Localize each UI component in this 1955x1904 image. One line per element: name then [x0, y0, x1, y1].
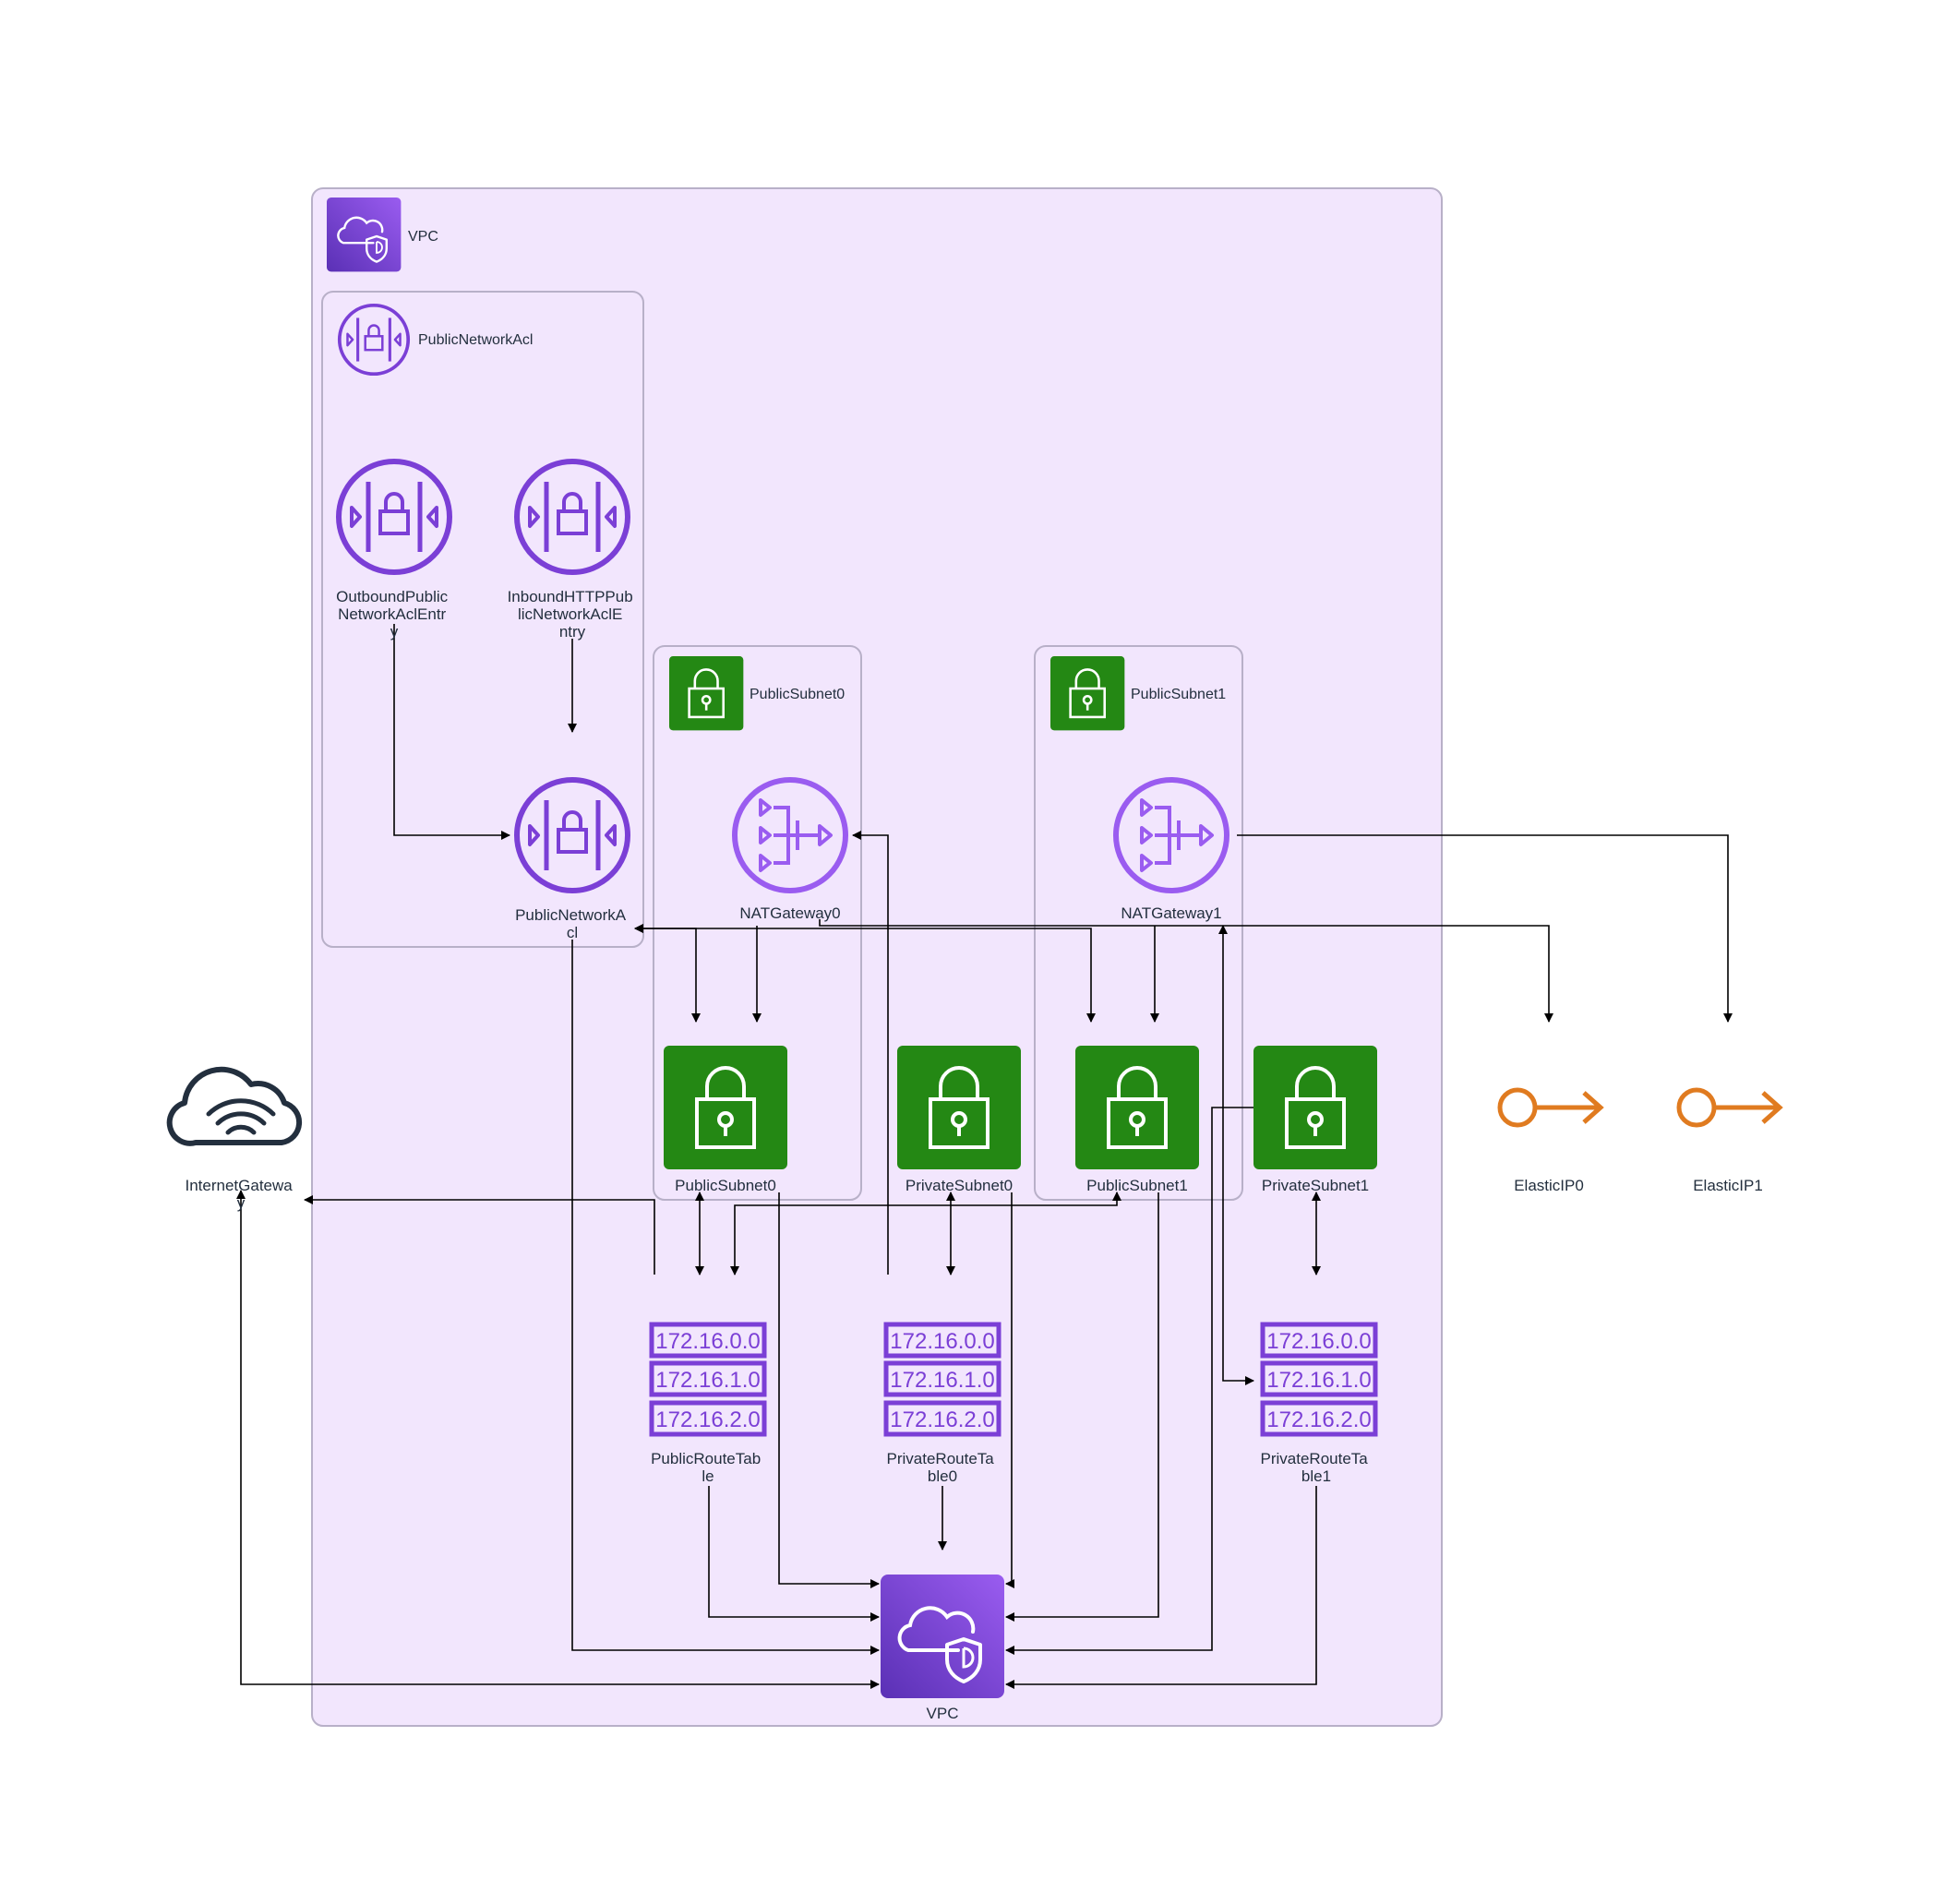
edge-outbound-acl-to-acl: [393, 624, 510, 840]
subnet-lock-icon: [667, 654, 745, 732]
edge-public-subnet1-to-vpc: [1005, 1192, 1159, 1622]
subnet-lock-icon: [1049, 654, 1126, 732]
subnet-lock-icon: [1252, 1044, 1379, 1171]
route-table-icon: 172.16.0.0 172.16.1.0 172.16.2.0: [1260, 1322, 1378, 1437]
edge-private-route-table0-to-nat0: [852, 831, 889, 1275]
public-subnet1-label: PublicSubnet1: [1086, 1177, 1188, 1194]
public-subnet1-group-label: PublicSubnet1: [1131, 687, 1226, 702]
cidr-row: 172.16.2.0: [1266, 1407, 1371, 1432]
public-subnet1-group: PublicSubnet1: [1034, 645, 1243, 1201]
edge-private-subnet1-to-vpc: [1005, 1107, 1253, 1655]
private-route-table0-node[interactable]: 172.16.0.0 172.16.1.0 172.16.2.0 Private…: [883, 1322, 1001, 1485]
elastic-ip0-label: ElasticIP0: [1514, 1177, 1584, 1194]
edge-internet-gateway-vpc: [236, 1190, 880, 1689]
subnet-lock-icon: [895, 1044, 1023, 1171]
private-route-table0-label: PrivateRouteTa ble0: [887, 1450, 999, 1485]
private-subnet1-label: PrivateSubnet1: [1262, 1177, 1369, 1194]
cidr-row: 172.16.1.0: [1266, 1368, 1371, 1393]
edge-nat1-to-elastic-ip1: [1237, 834, 1733, 1023]
outbound-acl-entry-node[interactable]: OutboundPublic NetworkAclEntr y: [336, 461, 452, 641]
edge-private-route-table1-to-nat1: [1218, 925, 1254, 1385]
public-subnet0-node[interactable]: PublicSubnet0: [662, 1044, 789, 1194]
public-subnet0-group-label: PublicSubnet0: [750, 687, 845, 702]
elastic-ip-icon: [1676, 1087, 1783, 1128]
inbound-acl-entry-node[interactable]: InboundHTTPPub licNetworkAclE ntry: [508, 461, 638, 641]
inbound-acl-entry-label: InboundHTTPPub licNetworkAclE ntry: [508, 588, 638, 641]
public-network-acl-group: PublicNetworkAcl: [321, 291, 644, 948]
edge-nat0-to-elastic-ip0: [819, 919, 1553, 1023]
private-route-table1-node[interactable]: 172.16.0.0 172.16.1.0 172.16.2.0 Private…: [1260, 1322, 1378, 1485]
route-table-icon: 172.16.0.0 172.16.1.0 172.16.2.0: [883, 1322, 1001, 1437]
cidr-row: 172.16.1.0: [890, 1368, 994, 1393]
public-subnet1-node[interactable]: PublicSubnet1: [1073, 1044, 1201, 1194]
internet-gateway-node[interactable]: InternetGatewa y: [166, 1066, 303, 1212]
public-network-acl-group-label: PublicNetworkAcl: [418, 332, 533, 348]
subnet-lock-icon: [662, 1044, 789, 1171]
cidr-row: 172.16.2.0: [890, 1407, 994, 1432]
nat-gateway1-label: NATGateway1: [1121, 904, 1221, 922]
private-route-table1-label: PrivateRouteTa ble1: [1261, 1450, 1373, 1485]
cidr-row: 172.16.0.0: [890, 1329, 994, 1354]
edges: [236, 624, 1733, 1689]
cidr-row: 172.16.1.0: [655, 1368, 760, 1393]
elastic-ip1-label: ElasticIP1: [1693, 1177, 1763, 1194]
nat-gateway0-node[interactable]: NATGateway0: [735, 780, 846, 922]
public-route-table-label: PublicRouteTab le: [651, 1450, 765, 1485]
edge-private-subnet0-to-vpc: [1005, 1192, 1014, 1588]
nat-gateway1-node[interactable]: NATGateway1: [1116, 780, 1227, 922]
elastic-ip1-node[interactable]: ElasticIP1: [1676, 1087, 1783, 1194]
route-table-icon: 172.16.0.0 172.16.1.0 172.16.2.0: [649, 1322, 767, 1437]
private-subnet0-label: PrivateSubnet0: [906, 1177, 1013, 1194]
vpc-node-label: VPC: [927, 1705, 959, 1722]
subnet-lock-icon: [1073, 1044, 1201, 1171]
vpc-group: VPC: [311, 187, 1443, 1727]
cidr-row: 172.16.0.0: [1266, 1329, 1371, 1354]
vpc-icon: [325, 196, 402, 273]
nat-gateway0-label: NATGateway0: [739, 904, 840, 922]
edge-acl-public-subnet1: [634, 924, 1096, 1023]
internet-gateway-label: InternetGatewa y: [186, 1177, 297, 1212]
vpc-node[interactable]: VPC: [879, 1573, 1006, 1722]
public-route-table-node[interactable]: 172.16.0.0 172.16.1.0 172.16.2.0 PublicR…: [649, 1322, 767, 1485]
private-subnet1-node[interactable]: PrivateSubnet1: [1252, 1044, 1379, 1194]
public-network-acl-label: PublicNetworkA cl: [515, 906, 630, 941]
outbound-acl-entry-label: OutboundPublic NetworkAclEntr y: [336, 588, 452, 641]
elastic-ip0-node[interactable]: ElasticIP0: [1497, 1087, 1604, 1194]
private-subnet0-node[interactable]: PrivateSubnet0: [895, 1044, 1023, 1194]
elastic-ip-icon: [1497, 1087, 1604, 1128]
vpc-icon: [879, 1573, 1006, 1700]
internet-gateway-icon: [166, 1066, 303, 1146]
vpc-group-label: VPC: [408, 229, 438, 245]
public-network-acl-node[interactable]: PublicNetworkA cl: [515, 780, 630, 941]
public-subnet0-label: PublicSubnet0: [675, 1177, 776, 1194]
cidr-row: 172.16.0.0: [655, 1329, 760, 1354]
cidr-row: 172.16.2.0: [655, 1407, 760, 1432]
edge-private-route-table1-to-vpc: [1005, 1486, 1317, 1689]
